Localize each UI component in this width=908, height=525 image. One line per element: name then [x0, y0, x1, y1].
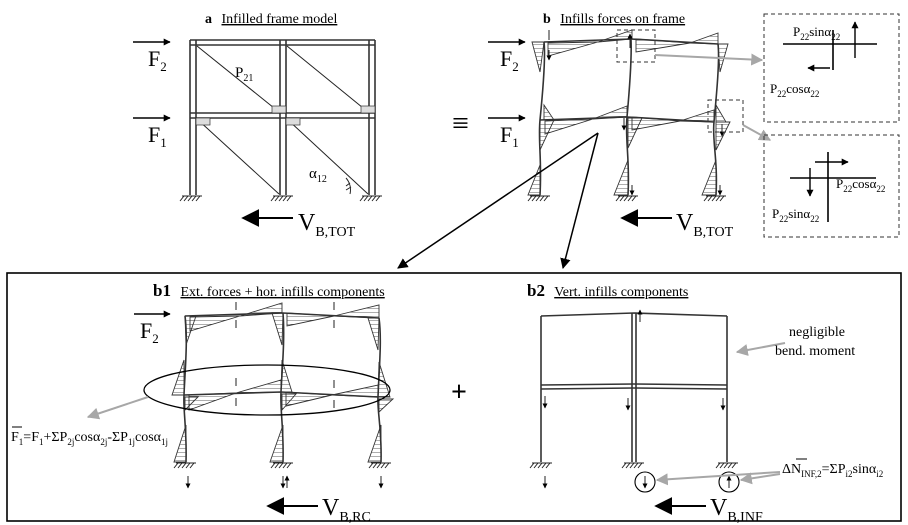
lower-panel-border: [6, 272, 902, 522]
panel-a-letter: a: [205, 12, 212, 27]
force-f2-label-b1: F2: [140, 318, 159, 346]
panel-a-title: Infilled frame model: [222, 12, 338, 27]
angle-arc: [345, 177, 351, 195]
angle-label-alpha12: α12: [309, 166, 327, 185]
panel-b2: b2 Vert. infills components negligi: [527, 281, 883, 525]
panel-b1-title: Ext. forces + hor. infills components: [180, 285, 384, 300]
panel-a-frame: [179, 39, 382, 202]
strut-12: [286, 118, 369, 195]
support-a-2: [270, 195, 293, 202]
panel-b2-frame: [529, 309, 740, 493]
detail-box-top: P22sinα22 P22cosα22: [763, 13, 900, 123]
force-f1-label: F1: [148, 122, 167, 150]
strut-21: [196, 45, 280, 113]
force-f2-label-b: F2: [500, 46, 519, 74]
plus-symbol: +: [451, 377, 467, 408]
panel-b: b Infills forces on frame: [488, 12, 772, 240]
svg-text:a Infilled frame model: a Infilled frame model: [205, 12, 337, 27]
note-bend-moment: bend. moment: [775, 344, 855, 359]
svg-text:b1 Ext. forces + hor. in: b1 Ext. forces + hor. infills components: [153, 281, 385, 300]
base-shear-label-b2: VB,INF: [710, 495, 763, 525]
base-shear-label-b1: VB,RC: [322, 495, 371, 525]
svg-text:b Infills forces on fram: b Infills forces on frame: [543, 12, 685, 27]
decomposition-arrow-right: [560, 132, 599, 270]
equivalence-symbol: ≡: [452, 107, 469, 140]
formula-delta-n: ΔNINF,2=ΣPi2sinαi2: [782, 462, 883, 479]
detail-bottom-sin-label: P22sinα22: [772, 206, 819, 224]
detail-top-cos-label: P22cosα22: [770, 81, 819, 99]
note-negligible: negligible: [789, 325, 845, 340]
panel-a: a Infilled frame model: [133, 12, 382, 240]
panel-b1: b1 Ext. forces + hor. infills components: [11, 281, 395, 525]
panel-b1-frame: [171, 302, 395, 489]
formula-f1-equivalent: F1=F1+ΣP2jcosα2j-ΣP1jcosα1j: [11, 430, 168, 447]
detail-box-bottom: P22cosα22 P22sinα22: [763, 134, 900, 238]
panel-b-title: Infills forces on frame: [560, 12, 685, 27]
callout-box-bottom: [707, 99, 744, 133]
floor-highlight-ellipse: [143, 364, 391, 416]
panel-b2-letter: b2: [527, 281, 545, 300]
base-shear-label-a: VB,TOT: [298, 210, 356, 240]
support-a-3: [359, 195, 382, 202]
force-f1-label-b: F1: [500, 122, 519, 150]
decomposition-arrow-left: [397, 132, 599, 269]
panel-b-frame: [527, 29, 731, 202]
panel-b-letter: b: [543, 12, 551, 27]
force-f2-label: F2: [148, 46, 167, 74]
detail-top-sin-label: P22sinα22: [793, 24, 840, 42]
base-shear-label-b: VB,TOT: [676, 210, 734, 240]
strut-label-p21: P21: [235, 65, 253, 84]
support-a-1: [179, 195, 202, 202]
detail-bottom-cos-label: P22cosα22: [836, 176, 885, 194]
svg-text:b2 Vert. infills compone: b2 Vert. infills components: [527, 281, 688, 300]
panel-b2-title: Vert. infills components: [554, 285, 688, 300]
panel-b1-letter: b1: [153, 281, 171, 300]
